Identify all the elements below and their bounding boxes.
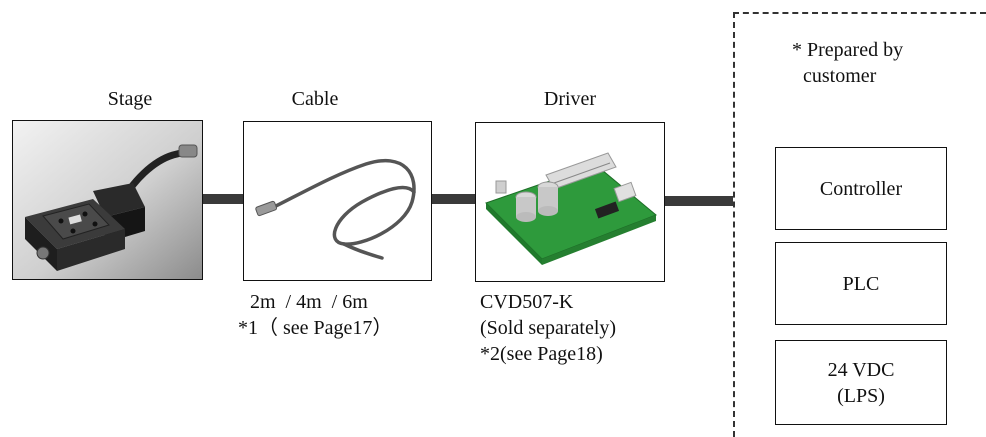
- driver-page-ref: *2(see Page18): [480, 343, 603, 365]
- stage-image-box: [12, 120, 203, 280]
- cable-icon: [255, 158, 416, 260]
- cable-title: Cable: [291, 88, 339, 110]
- customer-region-border-top: [733, 12, 986, 14]
- driver-pcb-icon: [485, 152, 657, 265]
- cable-page-ref: *1（ see Page17）: [238, 317, 393, 339]
- plc-box: PLC: [775, 242, 947, 325]
- controller-box: Controller: [775, 147, 947, 230]
- customer-header-line2: customer: [803, 65, 877, 87]
- driver-image-box: [475, 122, 665, 282]
- controller-label: Controller: [819, 177, 903, 200]
- cable-length-note: 2m / 4m / 6m: [250, 291, 368, 313]
- driver-sold-separately: (Sold separately): [480, 317, 617, 339]
- connector-driver-customer: [665, 196, 733, 206]
- stage-title: Stage: [107, 88, 153, 110]
- power-supply-sublabel: (LPS): [837, 384, 885, 407]
- connector-cable-driver: [432, 194, 476, 204]
- plc-label: PLC: [842, 272, 880, 295]
- connector-stage-cable: [203, 194, 245, 204]
- power-supply-box: 24 VDC (LPS): [775, 340, 947, 425]
- driver-title: Driver: [543, 88, 597, 110]
- power-supply-label: 24 VDC: [827, 358, 895, 381]
- customer-header-line1: * Prepared by: [792, 39, 904, 61]
- driver-model: CVD507-K: [480, 291, 574, 313]
- customer-region-border-left: [733, 12, 735, 437]
- stage-icon: [13, 121, 202, 279]
- cable-image-box: [243, 121, 432, 281]
